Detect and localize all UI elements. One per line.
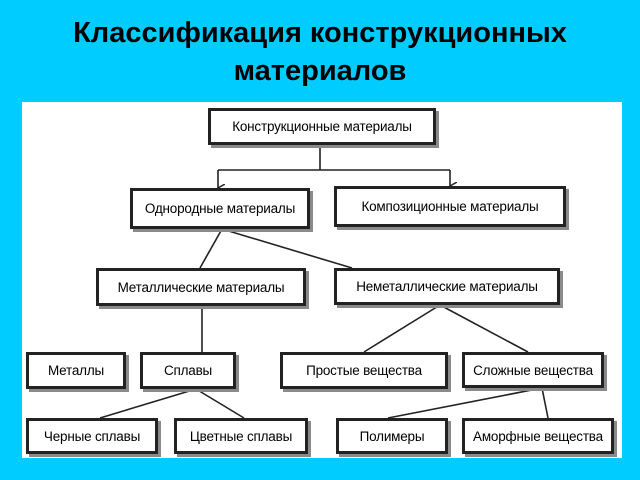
node-nonmetallic-materials: Неметаллические материалы [334,268,560,305]
node-amorphous-substances: Аморфные вещества [462,418,614,454]
connector-alloys-ferrous [99,388,197,419]
connector-nonmetallic-complex [439,304,529,353]
node-nonferrous-alloys: Цветные сплавы [174,418,308,454]
connector-lines [99,145,549,419]
node-structural-materials: Конструкционные материалы [208,108,436,145]
connector-homogeneous-metallic [199,228,223,269]
connector-complex-polymers [387,387,543,419]
node-complex-substances: Сложные вещества [462,352,604,388]
connector-alloys-nonferrous [195,388,245,419]
connector-complex-amorphous [541,387,549,419]
page-title: Классификация конструкционных материалов [73,17,567,87]
node-composite-materials: Композиционные материалы [334,186,566,227]
node-alloys: Сплавы [140,352,236,389]
connector-nonmetallic-simple [363,304,441,353]
node-polymers: Полимеры [336,418,448,454]
node-homogeneous-materials: Однородные материалы [130,188,310,229]
node-ferrous-alloys: Черные сплавы [26,418,158,454]
node-metals: Металлы [26,352,126,389]
connector-homogeneous-nonmetallic [221,228,353,269]
node-metallic-materials: Металлические материалы [96,268,306,306]
classification-diagram: Конструкционные материалы Однородные мат… [22,102,622,458]
node-simple-substances: Простые вещества [280,352,448,389]
